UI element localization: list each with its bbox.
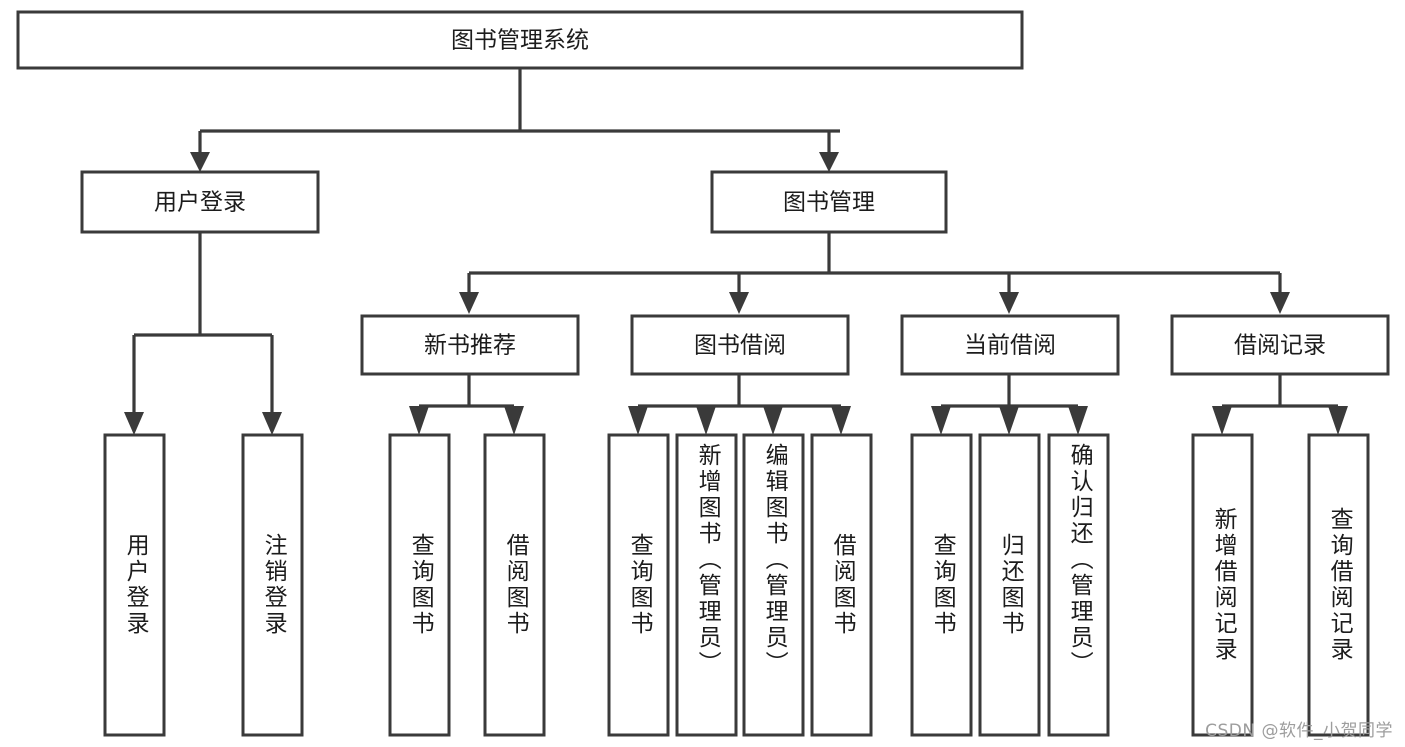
user-login-label: 用户登录 xyxy=(154,190,246,216)
current-borrow-label: 当前借阅 xyxy=(964,333,1056,359)
leaf-query-book-3-box[interactable] xyxy=(910,433,973,737)
current-borrow-box[interactable] xyxy=(900,314,1120,376)
arrow-to-borrow-record xyxy=(1270,292,1290,314)
book-management-label: 图书管理 xyxy=(783,190,875,216)
arrow-to-leaf-add-book xyxy=(696,406,716,435)
arrow-to-leaf-return-book xyxy=(999,406,1019,435)
arrow-to-leaf-user-login xyxy=(124,412,144,435)
root-system-box[interactable] xyxy=(16,10,1024,70)
node-user-login[interactable]: 用户登录 xyxy=(80,170,320,234)
leaf-logout-login-box[interactable] xyxy=(241,433,304,737)
leaf-box-layer[interactable] xyxy=(103,433,1370,737)
leaf-borrow-book-2-box[interactable] xyxy=(810,433,873,737)
borrow-record-box[interactable] xyxy=(1170,314,1390,376)
book-borrow-label: 图书借阅 xyxy=(694,333,786,359)
leaf-query-book-1-box[interactable] xyxy=(388,433,451,737)
arrow-to-leaf-edit-book xyxy=(763,406,783,435)
arrow-to-leaf-logout-login xyxy=(262,412,282,435)
borrow-record-label: 借阅记录 xyxy=(1234,333,1326,359)
arrow-root-to-user-login xyxy=(190,152,210,172)
arrow-to-leaf-add-record xyxy=(1212,406,1232,435)
arrow-to-leaf-borrow-book-1 xyxy=(504,406,524,435)
node-new-book-recommend[interactable]: 新书推荐 xyxy=(360,314,580,376)
node-borrow-record[interactable]: 借阅记录 xyxy=(1170,314,1390,376)
leaf-edit-book-box[interactable] xyxy=(742,433,805,737)
arrow-to-new-book-recommend xyxy=(459,292,479,314)
arrow-to-book-borrow xyxy=(729,292,749,314)
arrow-to-leaf-borrow-book-2 xyxy=(831,406,851,435)
arrow-to-current-borrow xyxy=(999,292,1019,314)
new-book-recommend-box[interactable] xyxy=(360,314,580,376)
leaf-return-book-box[interactable] xyxy=(978,433,1041,737)
arrow-to-leaf-query-book-3 xyxy=(931,406,951,435)
node-root-system[interactable]: 图书管理系统 xyxy=(16,10,1024,70)
root-system-label: 图书管理系统 xyxy=(451,28,589,54)
user-login-box[interactable] xyxy=(80,170,320,234)
arrow-root-to-book-management xyxy=(819,152,839,172)
csdn-watermark: CSDN @软件_小贺同学 xyxy=(1205,721,1393,741)
leaf-query-record-box[interactable] xyxy=(1307,433,1370,737)
leaf-borrow-book-1-box[interactable] xyxy=(483,433,546,737)
leaf-add-book-box[interactable] xyxy=(675,433,738,737)
node-current-borrow[interactable]: 当前借阅 xyxy=(900,314,1120,376)
leaf-confirm-return-box[interactable] xyxy=(1047,433,1110,737)
book-management-box[interactable] xyxy=(710,170,948,234)
arrow-to-leaf-query-book-2 xyxy=(628,406,648,435)
node-book-borrow[interactable]: 图书借阅 xyxy=(630,314,850,376)
leaf-user-login-box[interactable] xyxy=(103,433,166,737)
new-book-recommend-label: 新书推荐 xyxy=(424,333,516,359)
arrow-to-leaf-query-record xyxy=(1328,406,1348,435)
arrow-to-leaf-confirm-return xyxy=(1068,406,1088,435)
connector-layer xyxy=(124,68,1348,435)
arrow-to-leaf-query-book-1 xyxy=(409,406,429,435)
leaf-add-record-box[interactable] xyxy=(1191,433,1254,737)
book-borrow-box[interactable] xyxy=(630,314,850,376)
leaf-query-book-2-box[interactable] xyxy=(607,433,670,737)
node-book-management[interactable]: 图书管理 xyxy=(710,170,948,234)
